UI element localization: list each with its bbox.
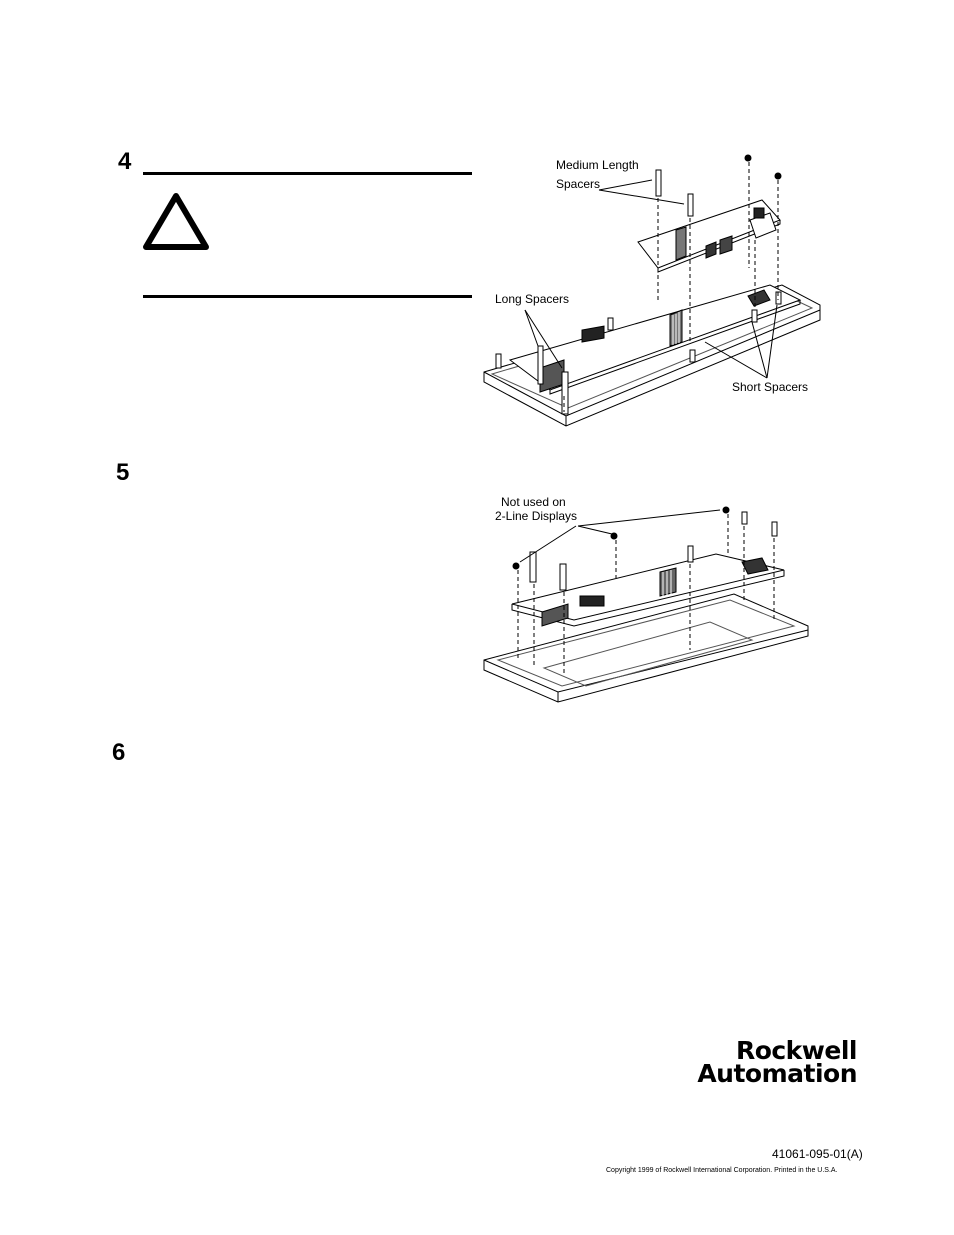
short-spacers-label: Short Spacers (732, 380, 809, 394)
copyright-notice: Copyright 1999 of Rockwell International… (606, 1167, 838, 1174)
spacer-assembly-illustration (483, 154, 821, 427)
board-mounting-illustration (483, 506, 809, 703)
long-spacers-label: Long Spacers (495, 292, 570, 306)
warning-bottom-rule (143, 295, 472, 298)
publication-number: 41061-095-01(A) (772, 1147, 863, 1161)
logo-line-1: Rockwell (735, 1036, 858, 1065)
step-number-5: 5 (116, 459, 130, 486)
logo-line-2: Automation (697, 1059, 857, 1088)
rockwell-automation-logo: Rockwell Automation (660, 1036, 858, 1088)
step-number-4: 4 (118, 148, 132, 175)
warning-triangle-icon (143, 193, 209, 250)
warning-top-rule (143, 172, 472, 175)
medium-spacers-label-line2: Spacers (556, 177, 601, 191)
not-used-label-line1: Not used on (501, 495, 566, 509)
not-used-label-line2: 2-Line Displays (495, 509, 578, 523)
medium-spacers-label-line1: Medium Length (556, 158, 639, 172)
step-number-6: 6 (112, 739, 126, 766)
